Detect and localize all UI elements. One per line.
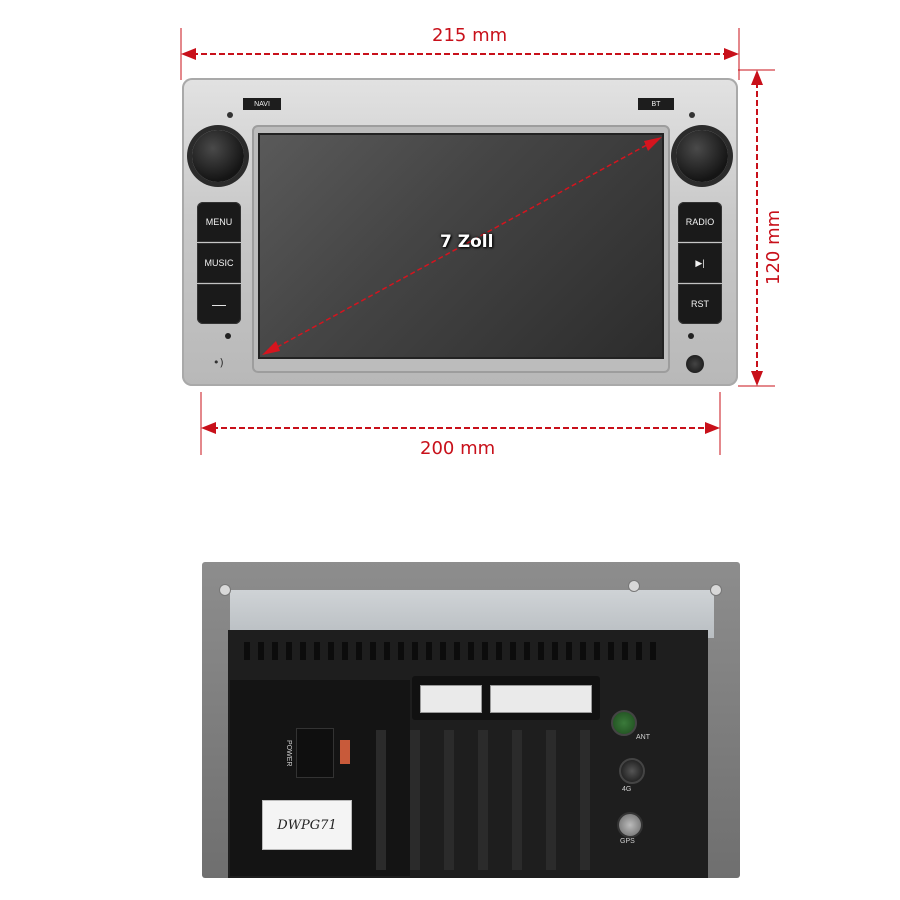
4g-connector-icon (619, 758, 645, 784)
right-tune-knob[interactable] (676, 130, 728, 182)
rst-button[interactable]: RST (678, 284, 722, 324)
navi-tag: NAVI (243, 98, 281, 110)
radio-button[interactable]: RADIO (678, 202, 722, 242)
power-port-label: POWER (285, 740, 292, 767)
gps-connector-icon (617, 812, 643, 838)
fuse-icon (340, 740, 350, 764)
play-pause-button[interactable]: ▶| (678, 243, 722, 283)
rear-ribs (376, 730, 590, 870)
screw-icon (219, 584, 231, 596)
top-width-label: 215 mm (432, 25, 508, 46)
screw-hole-icon (689, 112, 695, 118)
model-sticker: DWPG71 (262, 800, 352, 850)
ir-sensor-icon: •) (213, 356, 224, 369)
power-pin-header (296, 728, 334, 778)
ant-connector-icon (611, 710, 637, 736)
screw-icon (628, 580, 640, 592)
white-connector-left (420, 685, 482, 713)
vent-slots (244, 642, 656, 660)
height-label: 120 mm (763, 209, 784, 285)
reset-hole-icon (688, 333, 694, 339)
screw-icon (710, 584, 722, 596)
screen-diagonal-arrow (262, 137, 662, 355)
menu-button[interactable]: MENU (197, 202, 241, 242)
mic-hole-icon (225, 333, 231, 339)
bt-tag: BT (638, 98, 674, 110)
music-button[interactable]: MUSIC (197, 243, 241, 283)
ant-port-label: ANT (636, 734, 650, 741)
4g-port-label: 4G (622, 786, 632, 793)
dimension-lines (180, 28, 775, 455)
left-volume-knob[interactable] (192, 130, 244, 182)
screen-size-label: 7 Zoll (440, 232, 494, 252)
white-connector-right (490, 685, 592, 713)
bottom-width-label: 200 mm (420, 438, 496, 459)
aux-jack-icon (686, 355, 704, 373)
minus-button[interactable]: — (197, 284, 241, 324)
gps-port-label: GPS (620, 838, 635, 845)
screw-hole-icon (227, 112, 233, 118)
